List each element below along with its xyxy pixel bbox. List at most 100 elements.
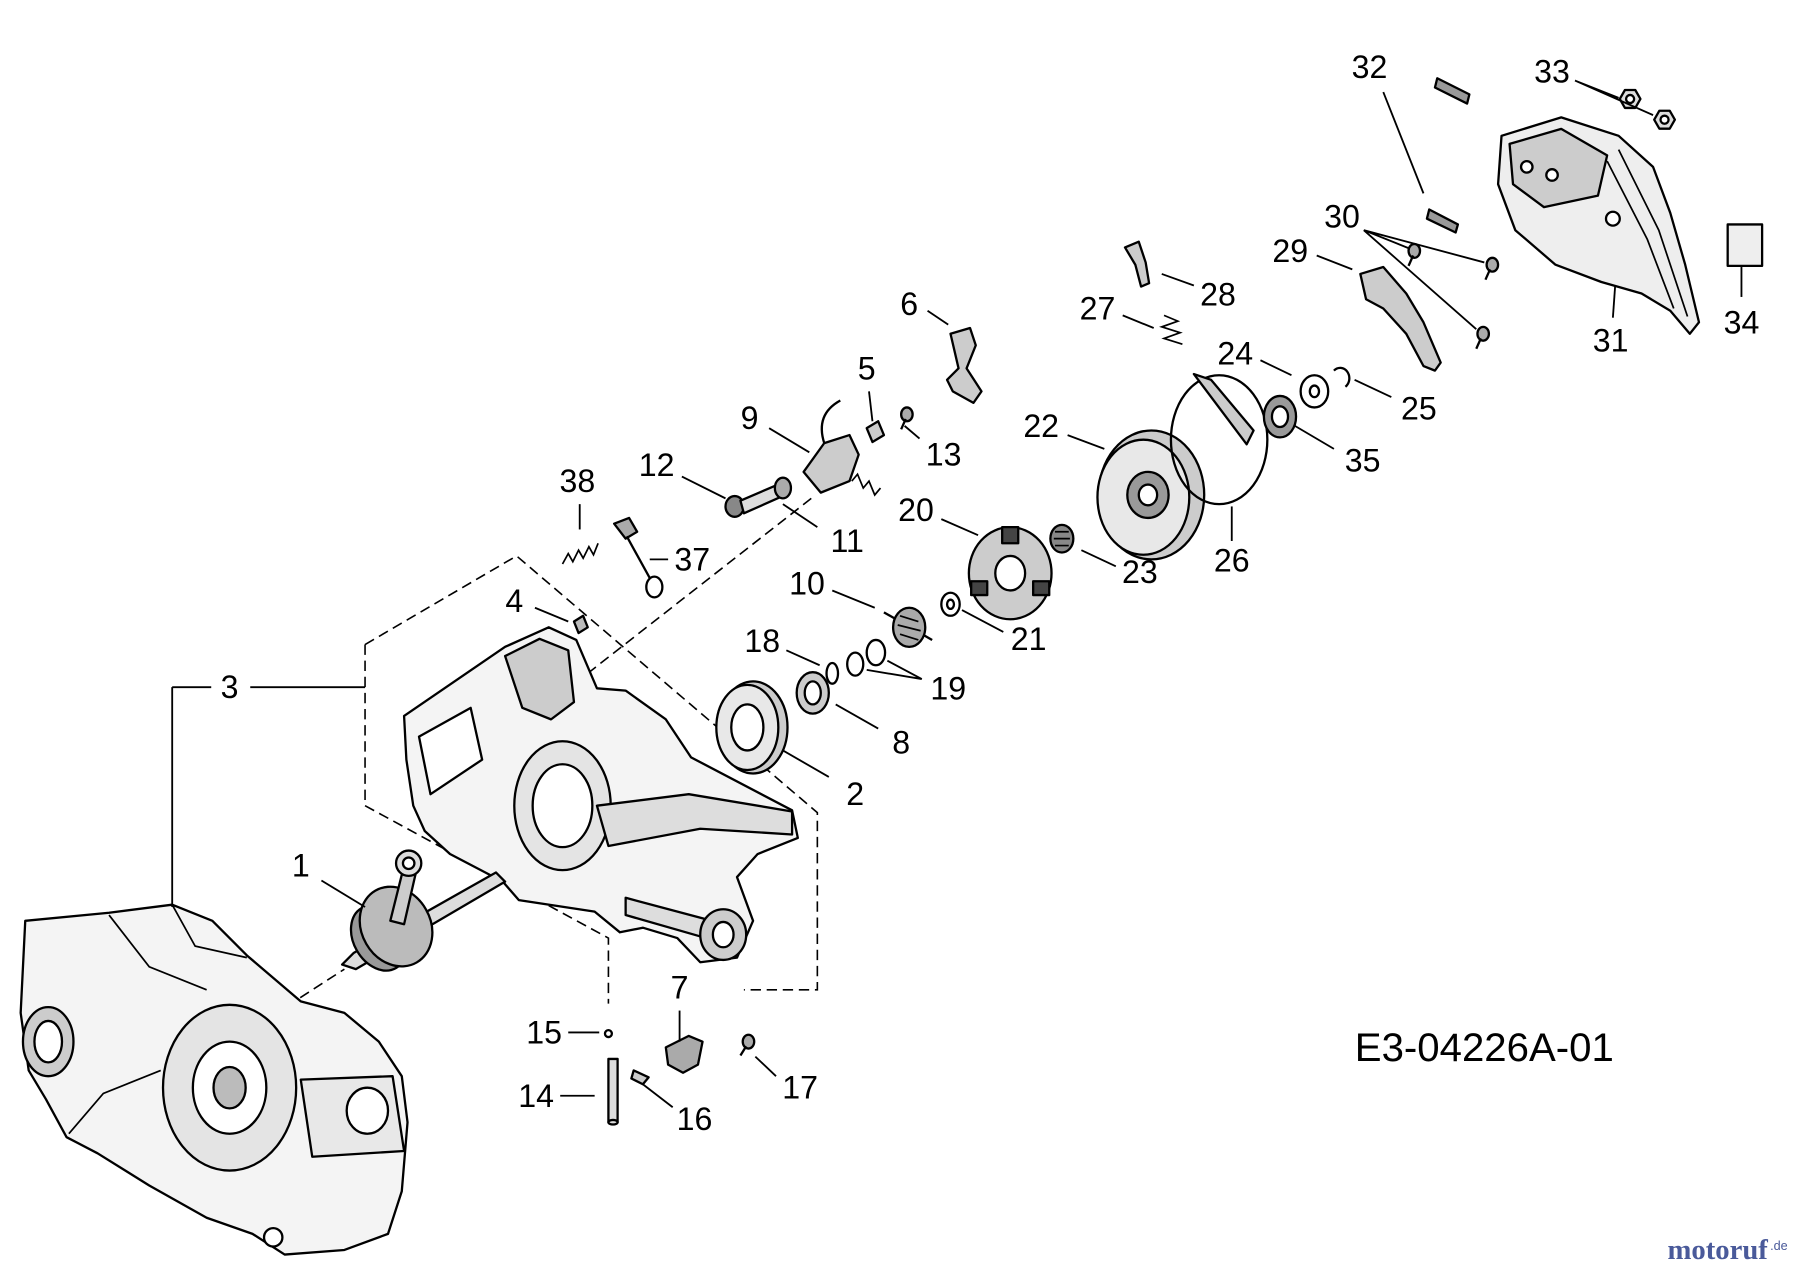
crankcase-right-bore [531, 763, 594, 849]
callout-labels: 1 2 3 4 5 6 7 8 9 10 11 12 13 14 15 16 1… [221, 49, 1760, 1137]
leader-19 [866, 659, 923, 680]
brake-band-tab [1192, 372, 1255, 446]
small-bearing [1262, 394, 1298, 439]
screw-13-head [900, 406, 914, 423]
callout-17: 17 [782, 1070, 818, 1106]
callout-1: 1 [292, 848, 310, 884]
callout-15: 15 [526, 1014, 562, 1050]
worm-gear-threads [897, 614, 921, 641]
callout-20: 20 [898, 492, 934, 528]
spring-38 [561, 542, 599, 565]
clutch-slot-top [1001, 526, 1020, 545]
oil-pump-hose [820, 399, 841, 444]
callout-22: 22 [1023, 408, 1059, 444]
nut-33-b-hole [1659, 114, 1670, 125]
washer-24-hole [1308, 384, 1321, 399]
leader-8 [835, 703, 879, 730]
leader-33 [1574, 79, 1654, 116]
callout-9: 9 [741, 400, 759, 436]
worm-gear [883, 606, 933, 649]
clip-16 [630, 1069, 650, 1086]
callout-18: 18 [744, 623, 780, 659]
callout-8: 8 [892, 724, 910, 760]
leader-28 [1161, 273, 1195, 287]
ball-bearing-bore [730, 703, 765, 752]
lever-37-head [613, 516, 639, 540]
watermark-suffix: .de [1770, 1239, 1788, 1253]
bracket-7 [664, 1034, 704, 1074]
needle-bearing [1049, 523, 1075, 554]
leader-31 [1611, 285, 1617, 318]
callout-12: 12 [639, 447, 675, 483]
sprocket-cover-hole-b [1545, 168, 1559, 182]
callout-14: 14 [518, 1078, 554, 1114]
label-plate-34 [1726, 223, 1764, 268]
adjusting-screw [724, 476, 793, 518]
adjusting-screw-head [773, 476, 793, 500]
callout-24: 24 [1217, 335, 1253, 371]
screw-17-head [741, 1033, 756, 1050]
callout-25: 25 [1401, 391, 1437, 427]
pin-5 [865, 420, 886, 444]
callout-6: 6 [900, 286, 918, 322]
crankcase-left-port-hole [33, 1019, 64, 1064]
pin-32-upper [1433, 77, 1471, 105]
callout-19: 19 [930, 670, 966, 706]
pin-14 [607, 1057, 619, 1126]
callout-4: 4 [505, 583, 523, 619]
leader-4 [534, 606, 569, 623]
pin-32-lower [1425, 208, 1460, 234]
callout-34: 34 [1724, 304, 1760, 340]
callout-38: 38 [560, 463, 596, 499]
callout-7: 7 [671, 970, 689, 1006]
nuts-33 [1618, 88, 1677, 130]
crankcase-left-half [19, 903, 409, 1256]
callout-35: 35 [1345, 442, 1381, 478]
crankcase-right-window [417, 706, 484, 796]
crankcase-right-adjuster-boss [503, 637, 576, 721]
screw-30-a [1407, 242, 1422, 259]
pin-14-body [607, 1057, 619, 1124]
leader-25 [1354, 378, 1392, 398]
clutch-drum-bore [1137, 483, 1159, 507]
nut-33-a-hole [1624, 93, 1636, 105]
watermark-name: motoruf [1667, 1234, 1768, 1266]
leader-35 [1294, 425, 1335, 450]
screw-13 [900, 406, 914, 430]
leader-16 [642, 1083, 674, 1108]
leader-20 [940, 518, 979, 537]
leader-21 [961, 609, 1004, 633]
lever-6 [945, 326, 983, 404]
lever-37-arm [625, 535, 652, 581]
leader-1 [320, 879, 366, 908]
leader-17 [754, 1055, 777, 1077]
oil-pump [802, 399, 882, 497]
needle-bearing-needles [1053, 530, 1070, 547]
washer-b [865, 638, 887, 667]
clutch-drum [1096, 429, 1206, 561]
leader-10 [831, 589, 876, 609]
leader-11 [782, 503, 818, 528]
spring-27 [1159, 314, 1183, 345]
washers-pair [846, 638, 887, 677]
ball-15 [603, 1028, 614, 1039]
lever-37-eye [645, 575, 664, 599]
brake-band-loop [1169, 374, 1269, 506]
screw-17-shank [739, 1045, 748, 1057]
callout-10: 10 [789, 566, 825, 602]
callout-33: 33 [1534, 53, 1570, 89]
callout-28: 28 [1200, 277, 1236, 313]
leader-6 [927, 310, 949, 326]
screw-30-c [1476, 325, 1491, 342]
thrust-washer-hole [945, 598, 956, 611]
sprocket-cover-hole-a [1519, 159, 1534, 174]
crankcase-left-web [68, 904, 247, 1135]
leader-2 [782, 749, 830, 778]
leader-3 [171, 686, 366, 907]
clutch-slot-left [970, 580, 989, 597]
crankshaft-web-front [358, 885, 434, 968]
callout-32: 32 [1352, 49, 1388, 85]
screw-17 [739, 1033, 756, 1057]
crankcase-right-half [402, 626, 799, 964]
